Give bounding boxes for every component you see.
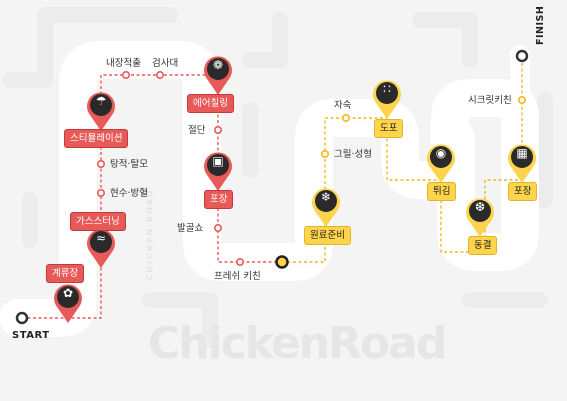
step-stimulation: 스티뮬레이션 (64, 129, 129, 148)
label-fresh-kitchen: 프레쉬 키친 (214, 271, 261, 282)
pin-frying: ◉ (424, 140, 458, 184)
pin-packing-red: ▣ (201, 148, 235, 192)
step-raw-prep: 원료준비 (304, 226, 351, 245)
chicken-icon: ✿ (62, 286, 74, 300)
side-watermark: CHICKEN ROAD (145, 188, 155, 281)
ingredients-icon: ❄ (320, 190, 332, 204)
freeze-icon: ❆ (474, 200, 486, 214)
step-gas-stunning: 가스스터닝 (70, 212, 126, 231)
background-maze (2, 7, 553, 348)
pack-icon: ▣ (212, 154, 224, 168)
step-packing-red: 포장 (204, 190, 234, 209)
label-boiling: 자숙 (334, 100, 352, 111)
start-dot (15, 311, 29, 325)
main-road (0, 41, 539, 337)
step-freezing: 동결 (468, 236, 498, 255)
label-inspection: 검사대 (152, 58, 179, 69)
dot-scalding (97, 160, 106, 169)
label-grill: 그릴·성형 (334, 149, 372, 160)
step-lairage: 계류장 (46, 264, 85, 283)
pin-freezing: ❆ (463, 194, 497, 238)
dot-inspection (156, 71, 165, 80)
step-packing-yellow: 포장 (508, 182, 538, 201)
drumstick-icon: ◉ (435, 146, 447, 160)
gas-chicken-icon: ≈ (95, 231, 107, 245)
pin-packing-yellow: ▦ (505, 140, 539, 184)
junction-dot (275, 255, 289, 269)
label-deboning: 발골쇼 (177, 223, 204, 234)
sprinkle-icon: ∷ (383, 82, 391, 96)
pin-stimulation: ☂ (84, 88, 118, 132)
step-coating: 도포 (374, 119, 404, 138)
dot-deboning (214, 224, 223, 233)
finish-dot (515, 49, 529, 63)
label-evisceration: 내장적출 (106, 58, 141, 69)
dot-fresh-kitchen (236, 257, 245, 266)
pin-lairage: ✿ (51, 280, 85, 324)
start-label: START (12, 330, 50, 341)
label-scalding: 탕적·탈모 (110, 159, 148, 170)
title-watermark: ChickenRoad (148, 318, 447, 369)
dot-grill (320, 150, 329, 159)
finish-label: FINISH (535, 5, 546, 45)
step-frying: 튀김 (427, 182, 457, 201)
dot-secret-kitchen (517, 96, 526, 105)
pin-gas-stunning: ≈ (84, 225, 118, 269)
dot-evisceration (122, 71, 131, 80)
package-icon: ▦ (516, 146, 528, 160)
label-cutting: 절단 (188, 125, 206, 136)
step-air-chilling: 에어칠링 (187, 94, 234, 113)
fan-icon: ❁ (212, 58, 224, 72)
dot-cutting (214, 126, 223, 135)
pin-air-chilling: ❁ (201, 52, 235, 96)
pin-coating: ∷ (370, 76, 404, 120)
pin-raw-prep: ❄ (309, 184, 343, 228)
shower-icon: ☂ (95, 94, 107, 108)
label-hanging: 현수·방혈 (110, 188, 148, 199)
dot-hanging (97, 189, 106, 198)
label-secret-kitchen: 시크릿키친 (468, 95, 512, 106)
dot-boiling (341, 114, 350, 123)
